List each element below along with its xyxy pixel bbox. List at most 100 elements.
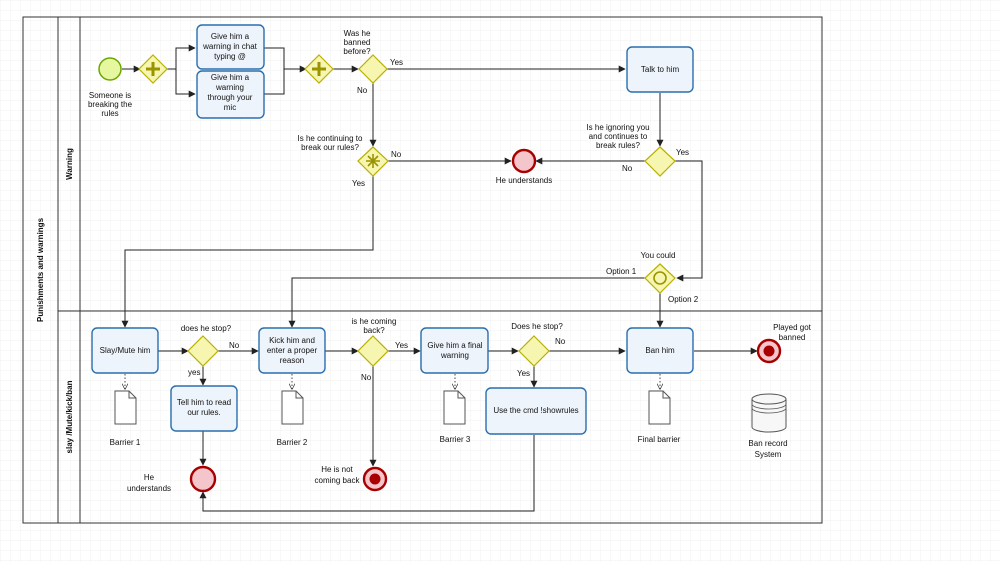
end-event-got-banned[interactable]: Played got banned xyxy=(756,323,812,364)
end-event-got-banned-label-2: banned xyxy=(779,333,806,342)
document-barrier2-label: Barrier 2 xyxy=(277,438,308,447)
task-warn-mic-label-3: through your xyxy=(208,93,253,102)
end-event-understands-bottom[interactable]: He understands xyxy=(127,465,217,493)
data-associations xyxy=(125,374,660,389)
gateway-does-stop-2-label: Does he stop? xyxy=(511,322,563,331)
gateway-coming-back-label-2: back? xyxy=(363,326,385,335)
document-barrier3[interactable]: Barrier 3 xyxy=(440,390,471,444)
start-event-label-2: breaking the xyxy=(88,100,133,109)
gateway-coming-back-label-1: is he coming xyxy=(352,317,397,326)
gateway-banned-label-1: Was he xyxy=(344,29,371,38)
task-final-warning[interactable]: Give him a final warning xyxy=(420,327,489,374)
task-warn-chat[interactable]: Give him a warning in chat typing @ xyxy=(196,24,265,70)
task-talk-label: Talk to him xyxy=(641,65,680,74)
task-warn-mic-label-1: Give him a xyxy=(211,73,250,82)
task-final-warning-label-1: Give him a final xyxy=(427,341,482,350)
task-showrules[interactable]: Use the cmd !showrules xyxy=(485,387,587,435)
start-event-label-3: rules xyxy=(101,109,118,118)
task-ban-label: Ban him xyxy=(645,346,675,355)
plus-icon xyxy=(146,62,160,76)
gateway-does-stop-label: does he stop? xyxy=(181,324,232,333)
task-slay[interactable]: Slay/Mute him xyxy=(91,327,159,374)
flow-label-option2: Option 2 xyxy=(668,295,699,304)
gateway-continuing[interactable]: Is he continuing to break our rules? xyxy=(298,134,389,177)
task-warn-chat-label-3: typing @ xyxy=(214,52,246,61)
end-event-understands-bottom-label-2: understands xyxy=(127,484,171,493)
end-event-understands-bottom-label-1: He xyxy=(144,473,155,482)
asterisk-icon xyxy=(366,154,380,168)
start-event[interactable]: Someone is breaking the rules xyxy=(88,57,133,118)
gateway-ignoring[interactable]: Is he ignoring you and continues to brea… xyxy=(586,123,676,177)
flow-continuing-yes xyxy=(121,176,374,328)
terminate-dot-icon xyxy=(369,473,381,485)
gateway-continuing-label-1: Is he continuing to xyxy=(298,134,363,143)
document-barrier1-label: Barrier 1 xyxy=(110,438,141,447)
flow-label-no-coming: No xyxy=(361,373,372,382)
flow-label-yes-ignoring: Yes xyxy=(676,148,689,157)
parallel-gateway-split[interactable] xyxy=(138,54,168,84)
datastore-label-2: System xyxy=(755,450,782,459)
end-event-not-coming-back[interactable]: He is not coming back xyxy=(315,465,388,492)
task-ban[interactable]: Ban him xyxy=(626,327,694,374)
task-kick-label-1: Kick him and xyxy=(269,336,315,345)
task-final-warning-label-2: warning xyxy=(440,351,469,360)
flow-label-yes-stop2: Yes xyxy=(517,369,530,378)
flow-label-yes-banned: Yes xyxy=(390,58,403,67)
gateway-coming-back[interactable]: is he coming back? xyxy=(352,317,397,367)
flow-parallel-to-mic xyxy=(175,69,196,98)
task-kick-label-2: enter a proper xyxy=(267,346,318,355)
document-final-barrier[interactable]: Final barrier xyxy=(638,390,681,444)
flow-label-no-continuing: No xyxy=(391,150,402,159)
document-final-barrier-label: Final barrier xyxy=(638,435,681,444)
flow-labels: Yes No No Yes Yes No Option 1 Option 2 N… xyxy=(188,58,699,382)
flow-label-no-stop: No xyxy=(229,341,240,350)
task-read-rules[interactable]: Tell him to read our rules. xyxy=(170,385,238,432)
gateway-you-could[interactable]: You could xyxy=(641,251,676,294)
document-barrier3-label: Barrier 3 xyxy=(440,435,471,444)
plus-icon xyxy=(312,62,326,76)
start-event-label-1: Someone is xyxy=(89,91,131,100)
flow-chat-to-join xyxy=(264,47,307,73)
gateway-does-stop-2[interactable]: Does he stop? xyxy=(511,322,563,367)
flow-ignoring-yes xyxy=(675,160,703,282)
pool-title: Punishments and warnings xyxy=(36,217,45,322)
sequence-flows xyxy=(121,44,758,512)
end-event-understands-top-label: He understands xyxy=(496,176,552,185)
task-kick[interactable]: Kick him and enter a proper reason xyxy=(258,327,326,374)
task-showrules-label: Use the cmd !showrules xyxy=(493,406,578,415)
task-kick-label-3: reason xyxy=(280,356,304,365)
document-barrier2[interactable]: Barrier 2 xyxy=(277,390,308,447)
flow-label-no-stop2: No xyxy=(555,337,566,346)
gateway-ignoring-label-1: Is he ignoring you xyxy=(586,123,649,132)
task-slay-label: Slay/Mute him xyxy=(100,346,151,355)
gateway-banned-before[interactable]: Was he banned before? xyxy=(343,29,388,84)
end-event-got-banned-label-1: Played got xyxy=(773,323,812,332)
gateway-does-stop[interactable]: does he stop? xyxy=(181,324,232,367)
parallel-gateway-join[interactable] xyxy=(304,54,334,84)
flow-label-no-ignoring: No xyxy=(622,164,633,173)
task-warn-chat-label-1: Give him a xyxy=(211,32,250,41)
end-event-understands-top[interactable]: He understands xyxy=(496,148,552,185)
lane-title-warning: Warning xyxy=(65,148,74,180)
lane-title-slay: slay /Mute/kick/ban xyxy=(65,380,74,453)
datastore-ban-record[interactable]: Ban record System xyxy=(748,393,788,459)
gateway-continuing-label-2: break our rules? xyxy=(301,143,359,152)
flow-option1 xyxy=(288,277,646,328)
gateway-you-could-label: You could xyxy=(641,251,676,260)
task-talk[interactable]: Talk to him xyxy=(626,46,694,93)
document-barrier1[interactable]: Barrier 1 xyxy=(110,390,141,447)
task-read-rules-label-1: Tell him to read xyxy=(177,398,231,407)
task-warn-chat-label-2: warning in chat xyxy=(202,42,258,51)
end-event-not-coming-back-label-2: coming back xyxy=(315,476,361,485)
task-warn-mic-label-2: warning xyxy=(215,83,244,92)
terminate-dot-icon xyxy=(763,345,775,357)
flow-showrules-to-end xyxy=(199,435,535,512)
flow-parallel-to-chat xyxy=(166,44,196,70)
datastore-label-1: Ban record xyxy=(748,439,787,448)
flow-label-no-banned: No xyxy=(357,86,368,95)
task-warn-mic[interactable]: Give him a warning through your mic xyxy=(196,70,265,119)
flow-mic-to-join xyxy=(264,69,285,95)
flow-label-yes-coming: Yes xyxy=(395,341,408,350)
